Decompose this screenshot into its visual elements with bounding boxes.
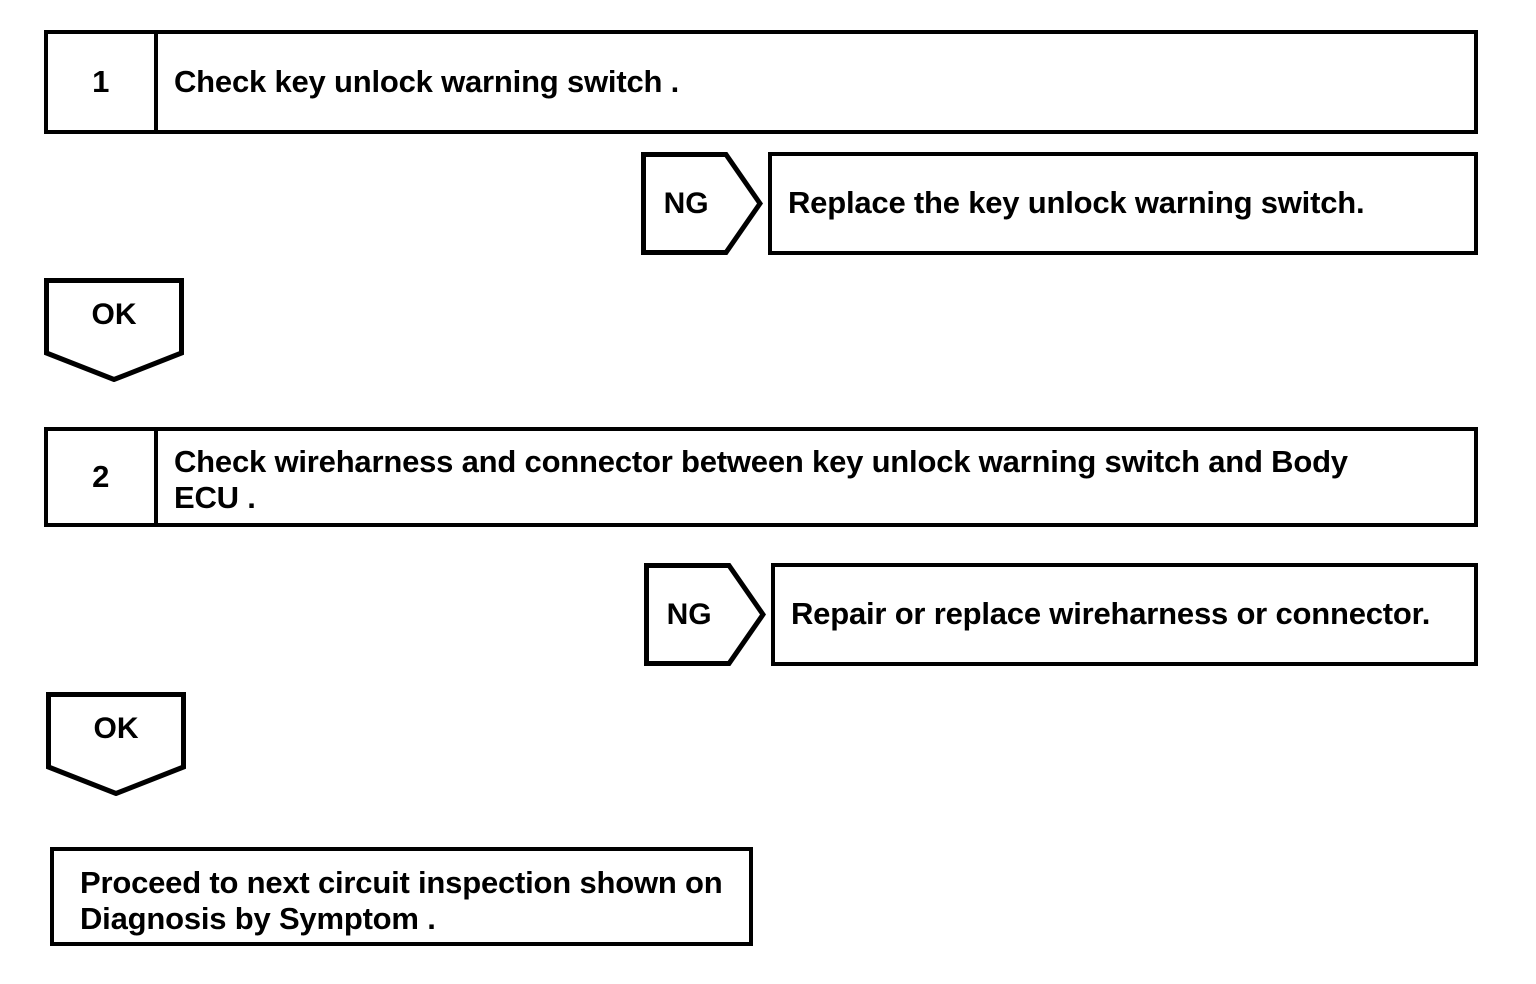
ng-tag-label-2: NG [666,597,712,631]
step-text-2: Check wireharness and connector between … [174,444,1348,516]
final-result-text: Proceed to next circuit inspection shown… [80,865,723,937]
ng-result-box-1: Replace the key unlock warning switch. [768,152,1478,255]
ng-tag-label-1: NG [663,186,709,220]
ng-tag-1: NG [641,152,763,255]
ok-tag-label-1: OK [91,298,137,332]
step-number-1: 1 [48,34,158,130]
ng-tag-2: NG [644,563,766,666]
final-result-box: Proceed to next circuit inspection shown… [50,847,753,946]
ng-result-text-1: Replace the key unlock warning switch. [788,185,1365,221]
ng-result-box-2: Repair or replace wireharness or connect… [771,563,1478,666]
ok-tag-2: OK [46,692,186,796]
step-number-2: 2 [48,431,158,523]
ok-tag-label-2: OK [93,712,139,746]
step-box-2: 2 Check wireharness and connector betwee… [44,427,1478,527]
step-box-1: 1 Check key unlock warning switch . [44,30,1478,134]
ng-result-text-2: Repair or replace wireharness or connect… [791,596,1431,632]
ok-tag-1: OK [44,278,184,382]
step-text-1: Check key unlock warning switch . [174,63,680,99]
